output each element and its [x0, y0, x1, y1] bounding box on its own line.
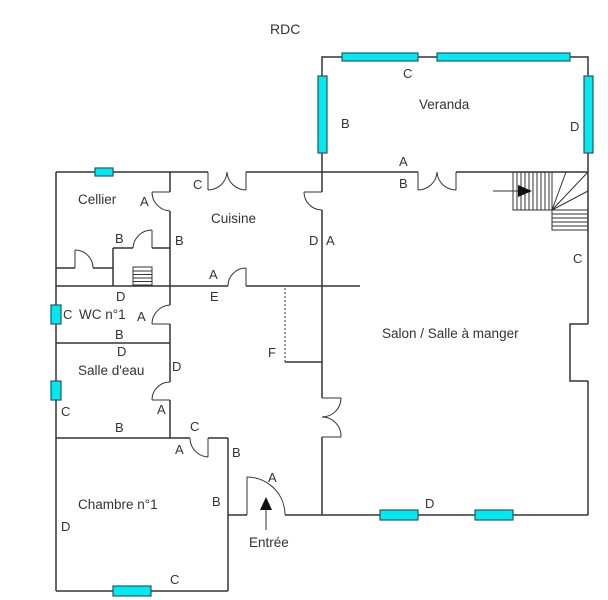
door-cellier-lower	[74, 249, 94, 269]
room-wc: WC n°1	[79, 307, 126, 322]
wall-label: B	[115, 231, 124, 246]
door-cuisine-top	[207, 171, 247, 191]
door-salon-hall	[321, 397, 342, 438]
wall-label: D	[117, 344, 126, 359]
wall-label: A	[399, 154, 408, 169]
wall-label: C	[190, 419, 199, 434]
wall-label: C	[403, 66, 412, 81]
window	[474, 509, 514, 521]
wall-label: A	[268, 470, 277, 485]
door-cuisine-salon	[303, 191, 323, 211]
wall-label: C	[573, 251, 582, 266]
window	[436, 52, 571, 62]
cellier-staircase	[132, 266, 153, 287]
door-cellier-inner	[132, 229, 153, 249]
door-veranda	[417, 171, 457, 191]
wall-labels: C B D A B C D A C B D A A B D E F C A B …	[61, 66, 582, 587]
entree-label: Entrée	[249, 535, 289, 550]
window	[50, 380, 62, 401]
wall-label: E	[210, 289, 219, 304]
wall-label: B	[232, 445, 241, 460]
door-salle-eau	[151, 381, 171, 401]
window	[583, 75, 594, 154]
wall-label: D	[172, 359, 181, 374]
door-chambre	[189, 437, 209, 458]
stair-arrow-icon	[518, 185, 532, 197]
wall-label: A	[175, 442, 184, 457]
wall-label: A	[137, 309, 146, 324]
main-staircase	[493, 171, 589, 231]
window	[317, 75, 328, 154]
room-cellier: Cellier	[78, 192, 117, 207]
wall-label: B	[115, 327, 124, 342]
veranda-walls	[321, 56, 589, 172]
window	[379, 509, 419, 521]
wall-label: F	[268, 345, 276, 360]
wall-label: D	[61, 519, 70, 534]
wall-label: B	[175, 233, 184, 248]
wall-label: D	[425, 496, 434, 511]
wall-label: D	[309, 233, 318, 248]
wall-label: C	[63, 307, 72, 322]
window	[112, 585, 152, 597]
wall-label: B	[399, 176, 408, 191]
room-veranda: Veranda	[419, 97, 470, 112]
window	[341, 52, 419, 62]
windows	[50, 52, 594, 597]
room-chambre: Chambre n°1	[78, 497, 158, 512]
wall-label: B	[115, 420, 124, 435]
wall-label: B	[212, 494, 221, 509]
door-cellier	[151, 191, 171, 212]
entree-arrow-icon	[260, 497, 272, 510]
door-wc	[151, 304, 171, 325]
window	[94, 167, 114, 177]
door-cuisine-hall	[227, 267, 247, 287]
wall-label: A	[326, 233, 335, 248]
wall-label: D	[116, 289, 125, 304]
wall-label: C	[170, 572, 179, 587]
room-salon: Salon / Salle à manger	[382, 326, 519, 341]
plan-title: RDC	[270, 21, 300, 37]
wall-label: D	[570, 119, 579, 134]
doors	[74, 171, 457, 516]
wall-label: A	[140, 194, 149, 209]
door-entree	[246, 476, 286, 516]
wall-label: A	[157, 402, 166, 417]
wall-label: C	[193, 177, 202, 192]
room-salle-eau: Salle d'eau	[78, 363, 144, 378]
house-walls	[55, 171, 589, 592]
wall-label: B	[341, 116, 350, 131]
wall-label: C	[61, 404, 70, 419]
window	[50, 304, 62, 325]
room-cuisine: Cuisine	[211, 211, 256, 226]
wall-label: A	[209, 267, 218, 282]
